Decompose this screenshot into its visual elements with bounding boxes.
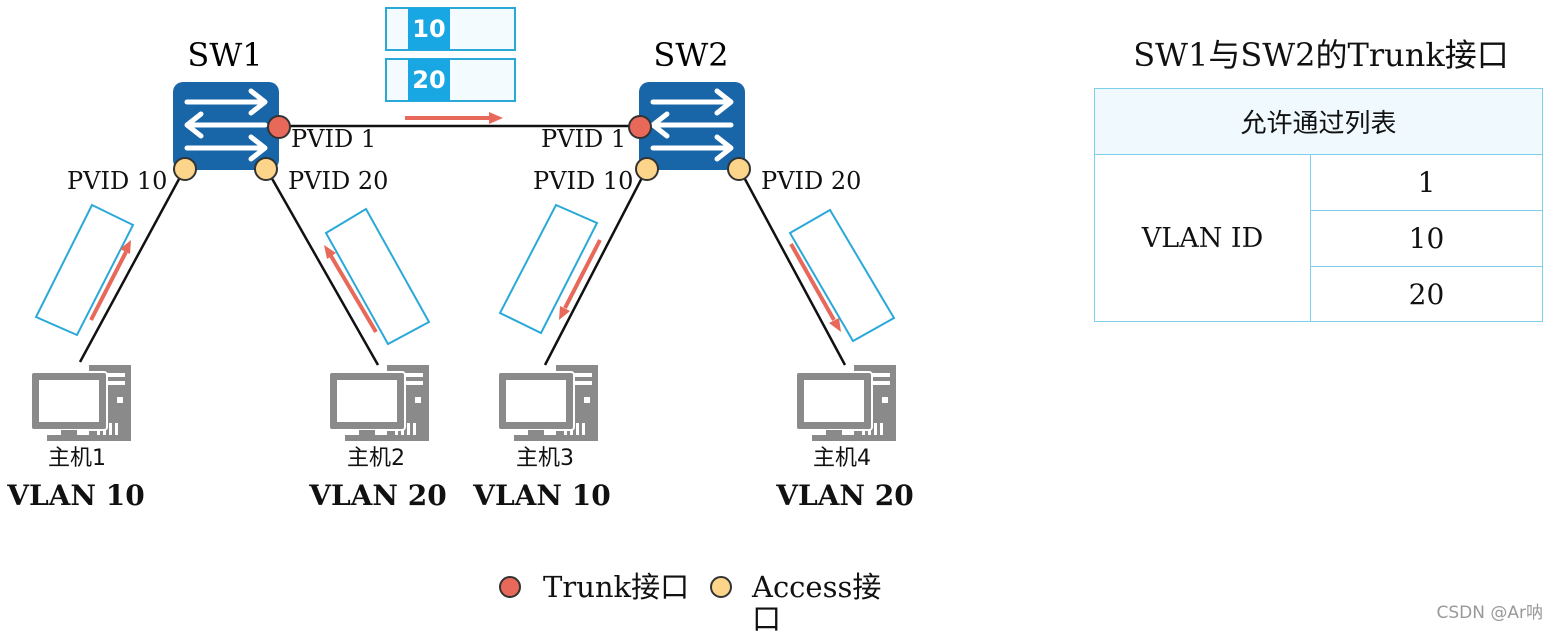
sw1-trunk-port bbox=[267, 115, 291, 139]
host1-vlan: VLAN 10 bbox=[6, 479, 144, 512]
legend-access-label: Access接 bbox=[752, 570, 882, 604]
sw1-left-pvid: PVID 10 bbox=[67, 167, 167, 195]
links bbox=[78, 124, 847, 366]
access-frame-host4 bbox=[788, 208, 896, 343]
sw1-label: SW1 bbox=[187, 36, 262, 74]
table-cell: 10 bbox=[1311, 211, 1542, 267]
access-frame-host1 bbox=[34, 203, 135, 337]
legend-access-label-cont: 口 bbox=[752, 602, 782, 636]
trunk-frame-20-tag: 20 bbox=[412, 66, 445, 94]
arrow-icon bbox=[324, 245, 378, 334]
sw2-access-port-right bbox=[727, 157, 751, 181]
table-header: 允许通过列表 bbox=[1095, 89, 1542, 155]
trunk-dot-icon bbox=[499, 576, 521, 598]
sw2-trunk-pvid: PVID 1 bbox=[541, 125, 626, 153]
legend-access: Access接 口 bbox=[710, 571, 881, 635]
sw2-trunk-port bbox=[628, 115, 652, 139]
link-sw2-host4 bbox=[737, 167, 847, 366]
link-sw1-host2 bbox=[264, 167, 380, 366]
link-sw1-host1 bbox=[78, 167, 187, 363]
host3-vlan: VLAN 10 bbox=[472, 479, 610, 512]
access-frame-host3 bbox=[498, 203, 599, 335]
host1-name: 主机1 bbox=[48, 446, 106, 471]
switch-icon bbox=[173, 82, 279, 170]
host2-name: 主机2 bbox=[347, 446, 405, 471]
table-row-label: VLAN ID bbox=[1095, 155, 1311, 321]
sw2-access-port-left bbox=[635, 157, 659, 181]
access-dot-icon bbox=[710, 576, 732, 598]
link-sw2-host3 bbox=[543, 167, 649, 366]
trunk-frame-10: 10 bbox=[385, 7, 516, 51]
access-frame-host2 bbox=[324, 207, 431, 346]
sw2-label: SW2 bbox=[653, 36, 728, 74]
arrow-icon bbox=[559, 239, 602, 320]
arrow-icon bbox=[89, 240, 131, 321]
sw1-right-pvid: PVID 20 bbox=[288, 167, 388, 195]
table-cell: 20 bbox=[1408, 277, 1445, 311]
trunk-frame-20: 20 bbox=[385, 58, 516, 102]
host3-name: 主机3 bbox=[516, 446, 574, 471]
legend-trunk: Trunk接口 bbox=[499, 571, 689, 603]
sw1-access-port-left bbox=[173, 157, 197, 181]
watermark: CSDN @Ar呐 bbox=[1436, 603, 1544, 623]
table-title: SW1与SW2的Trunk接口 bbox=[1133, 36, 1509, 74]
sw2-right-pvid: PVID 20 bbox=[761, 167, 861, 195]
computer-icon bbox=[795, 364, 897, 442]
host4-name: 主机4 bbox=[813, 446, 871, 471]
sw1-trunk-pvid: PVID 1 bbox=[291, 125, 376, 153]
ports bbox=[173, 115, 751, 181]
computer-icon bbox=[30, 364, 132, 442]
legend-trunk-label: Trunk接口 bbox=[543, 570, 690, 604]
computer-icon bbox=[328, 364, 430, 442]
sw2-left-pvid: PVID 10 bbox=[533, 167, 633, 195]
sw1-access-port-right bbox=[254, 157, 278, 181]
arrow-icon bbox=[789, 243, 841, 332]
host4-vlan: VLAN 20 bbox=[775, 479, 913, 512]
computer-icon bbox=[497, 364, 599, 442]
switch-icon bbox=[639, 82, 745, 170]
host2-vlan: VLAN 20 bbox=[308, 479, 446, 512]
allowed-vlan-table: 允许通过列表 VLAN ID 1 10 20 bbox=[1094, 88, 1543, 322]
trunk-frame-10-tag: 10 bbox=[412, 15, 445, 43]
table-cell: 1 bbox=[1311, 155, 1542, 211]
arrow-icon bbox=[405, 112, 503, 124]
